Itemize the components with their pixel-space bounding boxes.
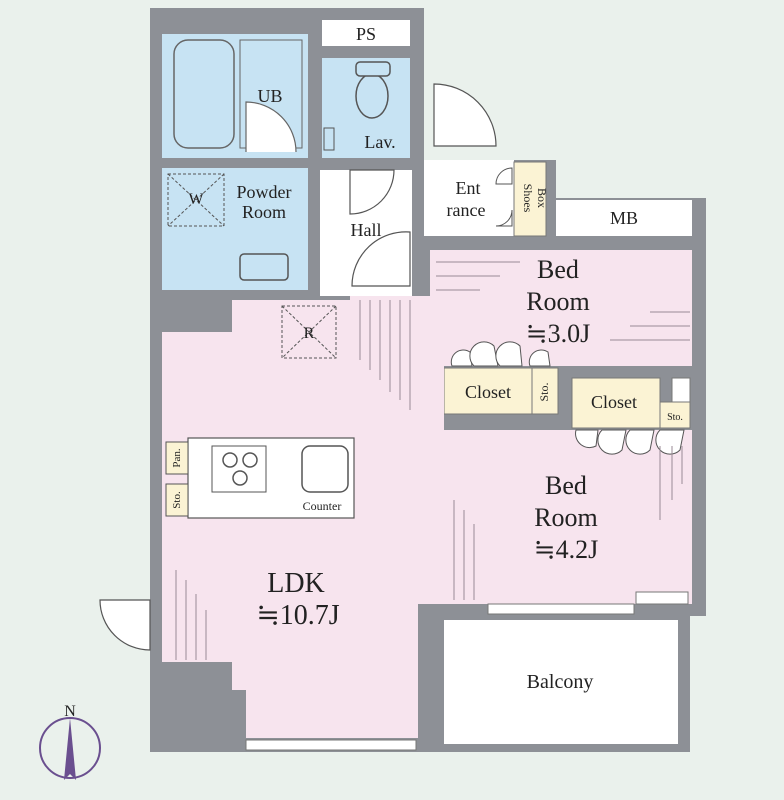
mb-box: [556, 200, 692, 236]
balcony-rail-box: [635, 591, 689, 605]
kitchen-storage-label: Sto.: [171, 491, 183, 509]
wash-basin: [239, 253, 289, 281]
ps-label: PS: [356, 24, 376, 44]
ldk-area: [162, 300, 418, 738]
compass: N: [39, 703, 101, 780]
washer-label: W: [188, 191, 204, 208]
mb-label: MB: [610, 208, 638, 228]
entrance-label-2: rance: [447, 200, 486, 220]
closet-2-label: Closet: [591, 392, 637, 412]
hall-door: [351, 231, 411, 287]
pantry-box: [165, 441, 189, 475]
toilet-door: [349, 169, 395, 215]
bedroom-1-label-2: Room: [526, 287, 590, 316]
bedroom-2-label-1: Bed: [545, 471, 587, 500]
closet-strip: [671, 377, 691, 403]
balcony-area: [444, 620, 678, 744]
shoes-box: [513, 161, 547, 237]
compass-needle-icon: [64, 718, 76, 780]
powder-label-2: Room: [242, 202, 286, 222]
pantry-label: Pan.: [171, 448, 183, 468]
ub-label: UB: [257, 86, 282, 106]
shoes-box-label-2: Box: [535, 188, 549, 208]
ldk-entry-door: [99, 599, 151, 651]
ldk-size: ≒10.7J: [256, 600, 339, 631]
closet-2-storage: [659, 401, 691, 429]
bedroom-2-area: [444, 430, 692, 604]
lav-label: Lav.: [364, 132, 395, 152]
balcony-label: Balcony: [527, 671, 594, 693]
ldk-label: LDK: [267, 568, 325, 599]
ldk-window: [245, 739, 417, 751]
bedroom-1-label-1: Bed: [537, 255, 579, 284]
shoes-box-label-1: Shoes: [521, 184, 535, 213]
closet-1-storage-label: Sto.: [537, 382, 551, 401]
bedroom-2-label-2: Room: [534, 503, 598, 532]
compass-north-label: N: [64, 703, 76, 720]
refrigerator-label: R: [304, 325, 315, 342]
closet-1-label: Closet: [465, 382, 511, 402]
bed2-window: [487, 603, 635, 615]
corridor-2: [418, 366, 444, 604]
refrigerator-space: [281, 305, 337, 359]
sink: [301, 445, 349, 493]
entrance-door: [433, 83, 497, 147]
hall-label: Hall: [351, 220, 382, 240]
entrance-label-1: Ent: [456, 178, 481, 198]
bedroom-2-size: ≒4.2J: [534, 535, 598, 564]
entrance-area: [424, 160, 514, 236]
closet-1-doors: [450, 341, 551, 367]
closet-1: [443, 367, 537, 415]
counter-label: Counter: [303, 499, 342, 513]
shoes-box-doors: [495, 167, 513, 227]
bathtub: [173, 39, 235, 149]
closet-2-doors: [575, 429, 685, 455]
closet-2-storage-label: Sto.: [667, 412, 683, 423]
sliding-door-marks: [175, 261, 690, 660]
bedroom-1-size: ≒3.0J: [526, 319, 590, 348]
ps-box: [322, 20, 410, 46]
toilet: [355, 73, 389, 119]
powder-label-1: Powder: [237, 182, 292, 202]
kitchen-storage-box: [165, 483, 189, 517]
closet-1-storage: [531, 367, 559, 415]
bath-door: [245, 101, 297, 153]
